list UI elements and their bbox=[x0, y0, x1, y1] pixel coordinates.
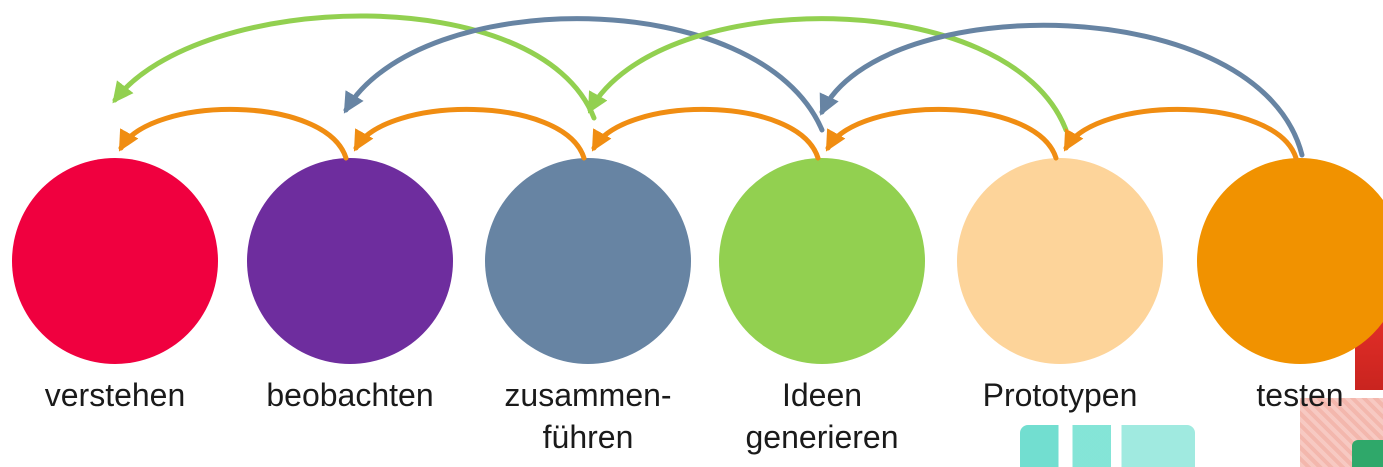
arrow-testen-to-prototypen bbox=[1063, 107, 1299, 161]
arrow-prototypen-to-ideen bbox=[825, 107, 1059, 161]
stage-label-ideen: Ideen generieren bbox=[707, 374, 937, 458]
stage-label-verstehen: verstehen bbox=[0, 374, 230, 416]
stage-label-line: beobachten bbox=[266, 377, 434, 413]
stage-label-line: zusammen- bbox=[504, 377, 672, 413]
arrow-prototypen-to-zusammen bbox=[587, 16, 1069, 133]
stage-label-line: testen bbox=[1256, 377, 1344, 413]
stage-label-line: Prototypen bbox=[982, 377, 1138, 413]
stage-circle-beobachten bbox=[247, 158, 453, 364]
stage-label-line: Ideen bbox=[781, 377, 863, 413]
arrow-testen-to-ideen bbox=[819, 22, 1305, 158]
stage-label-line: führen bbox=[542, 419, 634, 455]
stage-label-zusammen: zusammen-führen bbox=[473, 374, 703, 458]
arrow-zusammen-to-verstehen bbox=[112, 13, 597, 121]
stage-label-line: verstehen bbox=[44, 377, 186, 413]
arrow-zusammen-to-beobachten bbox=[353, 107, 587, 161]
stage-label-line: generieren bbox=[745, 419, 899, 455]
stage-circle-testen bbox=[1197, 158, 1383, 364]
stage-label-testen: testen bbox=[1185, 374, 1383, 416]
stage-circle-ideen bbox=[719, 158, 925, 364]
arrow-ideen-to-beobachten bbox=[343, 16, 825, 133]
stage-circle-prototypen bbox=[957, 158, 1163, 364]
arrow-beobachten-to-verstehen bbox=[118, 107, 349, 161]
stage-label-beobachten: beobachten bbox=[235, 374, 465, 416]
decorative-green-shape bbox=[1352, 440, 1383, 467]
stage-circle-verstehen bbox=[12, 158, 218, 364]
arrow-ideen-to-zusammen bbox=[591, 107, 821, 161]
stage-label-prototypen: Prototypen bbox=[945, 374, 1175, 416]
stage-circle-zusammen bbox=[485, 158, 691, 364]
decorative-cyan-blocks bbox=[1020, 425, 1195, 467]
